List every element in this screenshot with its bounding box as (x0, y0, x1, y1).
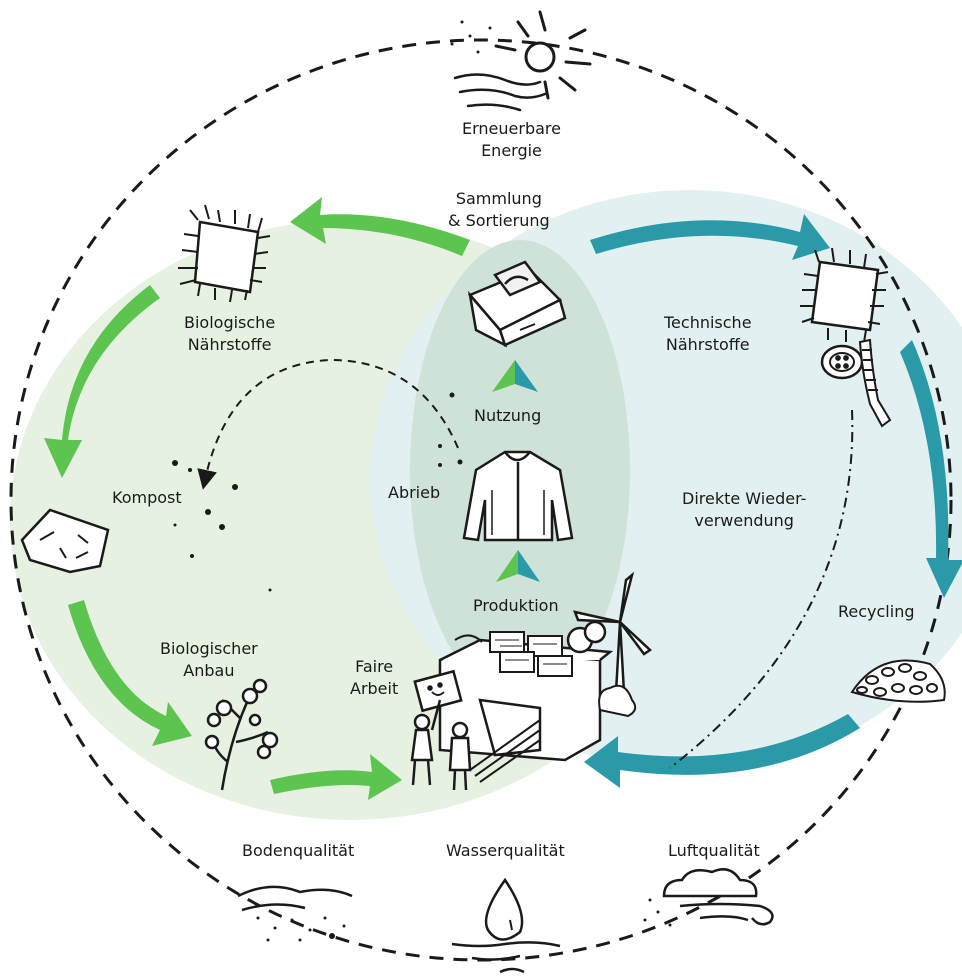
abrasion-to-compost-arc (197, 358, 459, 490)
cotton-plant-icon (204, 678, 279, 791)
label-collection-sorting: Sammlung& Sortierung (448, 189, 550, 230)
label-water-quality: Wasserqualität (446, 841, 565, 860)
soil-icon (237, 885, 353, 942)
button-icon (820, 344, 864, 380)
produktion-arrow-icon (496, 550, 518, 582)
teal-arrow-bottom (584, 714, 860, 788)
green-cycle-arrows (44, 197, 470, 800)
teal-arrow-top (590, 214, 830, 260)
green-arrow-top (290, 197, 470, 256)
label-compost: Kompost (112, 488, 182, 507)
factory-icon (438, 620, 614, 783)
crumpled-paper-icon (20, 508, 110, 574)
solar-panels-icon (489, 631, 573, 677)
wind-turbine-icon (573, 571, 653, 718)
center-up-arrows (492, 360, 540, 582)
wind-cloud-icon (643, 868, 774, 927)
zipper-icon (858, 338, 892, 428)
label-air-quality: Luftqualität (668, 841, 760, 860)
workers-icon (410, 669, 472, 791)
label-direct-reuse: Direkte Wieder-verwendung (682, 489, 807, 530)
sun-icon (453, 10, 592, 112)
jacket-icon (462, 450, 574, 542)
nutzung-arrow-icon (492, 360, 515, 392)
fabric-scrap-icon (178, 204, 271, 303)
label-soil-quality: Bodenqualität (242, 841, 355, 860)
sun-dots (450, 20, 492, 54)
direct-reuse-arc (669, 409, 854, 769)
label-abrasion: Abrieb (388, 483, 441, 502)
green-arrow-left (44, 285, 160, 478)
label-recycling: Recycling (838, 602, 915, 621)
sorting-box-icon (467, 260, 567, 348)
fabric-scrap-icon (800, 247, 889, 343)
green-arrow-lower-left (68, 600, 192, 746)
teal-arrow-right (900, 340, 962, 598)
shredded-fibers-icon (850, 659, 946, 703)
green-arrow-bottom (270, 754, 402, 800)
water-drop-icon (451, 877, 561, 974)
label-use: Nutzung (474, 406, 542, 425)
label-production: Produktion (473, 596, 559, 615)
compost-particles (172, 392, 463, 592)
teal-cycle-arrows (584, 214, 962, 788)
